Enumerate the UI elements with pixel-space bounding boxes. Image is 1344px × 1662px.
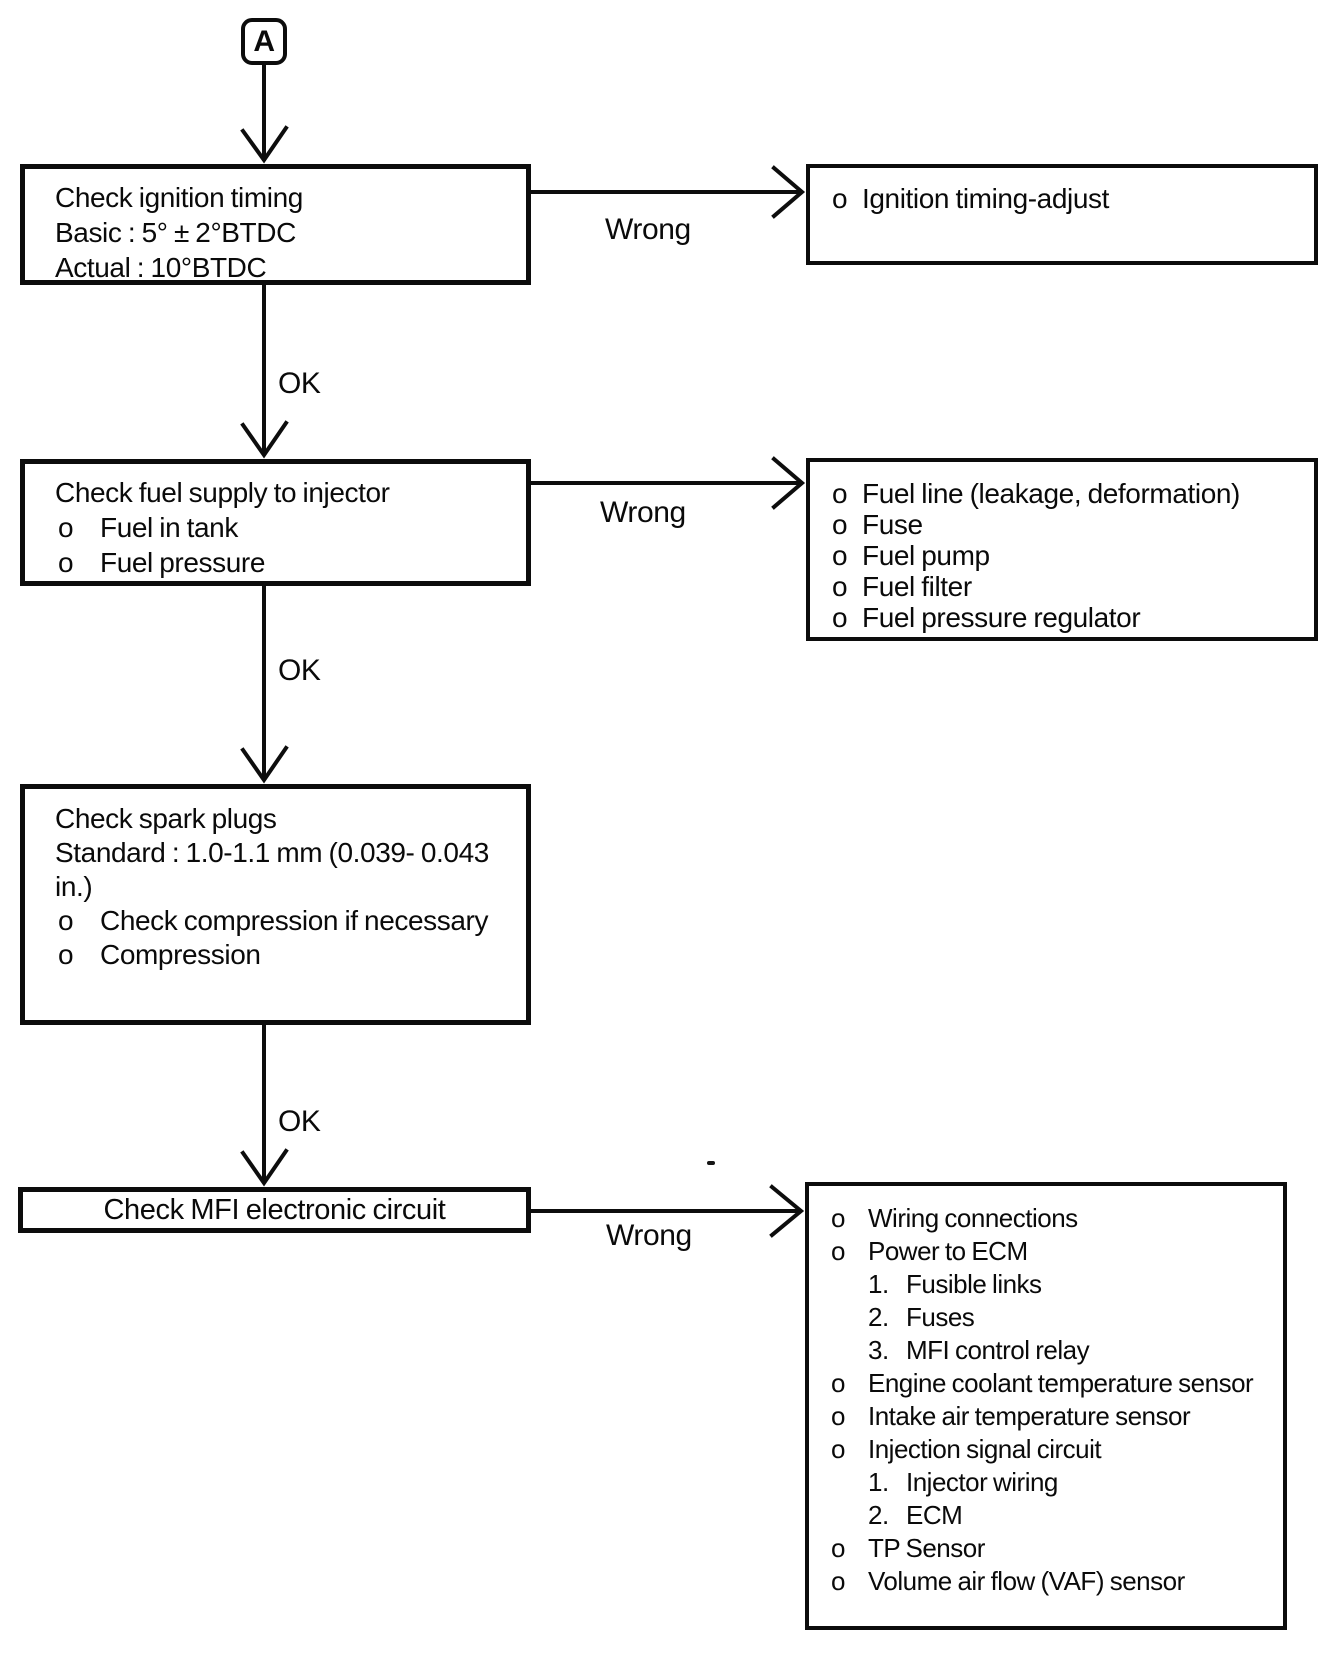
fuel-title: Check fuel supply to injector [55, 477, 390, 508]
cause-text: Fuel line (leakage, deformation) [862, 478, 1240, 509]
arrow-spark-ok-head [240, 1148, 289, 1187]
spark-item-text: Check compression if necessary [100, 905, 489, 936]
bullet-marker: o [58, 905, 74, 936]
bullet-marker: o [831, 1203, 845, 1233]
ok-label-2: OK [278, 654, 321, 687]
cause-item: o Power to ECM [831, 1235, 1279, 1268]
spark-item: o Compression [58, 938, 516, 972]
bullet-marker: o [58, 939, 74, 970]
cause-item: o Fuse [832, 509, 1308, 540]
number-marker: 2. [868, 1302, 889, 1332]
spark-line-1: Check spark plugs [55, 803, 277, 834]
ignition-line-1: Check ignition timing [55, 182, 303, 213]
cause-text: ECM [906, 1500, 963, 1530]
box-check-mfi-circuit: Check MFI electronic circuit [18, 1187, 531, 1233]
arrow-a-to-ignition-head [240, 125, 289, 164]
box-check-fuel-supply: Check fuel supply to injector o Fuel in … [20, 459, 531, 586]
cause-text: Wiring connections [868, 1203, 1078, 1233]
cause-text: Power to ECM [868, 1236, 1028, 1266]
box-check-ignition-timing: Check ignition timing Basic : 5° ± 2°BTD… [20, 164, 531, 285]
cause-text: Engine coolant temperature sensor [868, 1368, 1254, 1398]
bullet-marker: o [832, 183, 848, 214]
fuel-item: o Fuel in tank [58, 510, 518, 545]
arrow-ignition-wrong-head [771, 165, 806, 219]
connector-a-label: A [253, 24, 275, 58]
spark-line-2: Standard : 1.0-1.1 mm (0.039- 0.043 [55, 837, 489, 868]
bullet-marker: o [832, 571, 848, 602]
cause-text: Injector wiring [906, 1467, 1058, 1497]
cause-item: o Ignition timing-adjust [832, 182, 1308, 215]
cause-item: o Volume air flow (VAF) sensor [831, 1565, 1279, 1598]
cause-item: o Engine coolant temperature sensor [831, 1367, 1279, 1400]
bullet-marker: o [58, 512, 74, 543]
ignition-line-3: Actual : 10°BTDC [55, 252, 267, 283]
arrow-ignition-ok-head [240, 420, 289, 459]
spark-line-3: in.) [55, 871, 93, 902]
arrow-fuel-ok-head [240, 745, 289, 784]
number-marker: 2. [868, 1500, 889, 1530]
cause-text: Fuel filter [862, 571, 972, 602]
cause-text: Injection signal circuit [868, 1434, 1102, 1464]
box-ignition-timing-causes: o Ignition timing-adjust [806, 164, 1318, 265]
cause-text: Ignition timing-adjust [862, 183, 1109, 214]
cause-subitem: 1. Injector wiring [868, 1466, 1279, 1499]
bullet-marker: o [831, 1434, 845, 1464]
bullet-marker: o [832, 540, 848, 571]
spark-item-text: Compression [100, 939, 261, 970]
bullet-marker: o [58, 547, 74, 578]
ignition-line-2: Basic : 5° ± 2°BTDC [55, 217, 296, 248]
fuel-item-text: Fuel in tank [100, 512, 238, 543]
mfi-title: Check MFI electronic circuit [103, 1193, 446, 1226]
number-marker: 1. [868, 1269, 889, 1299]
wrong-label-2: Wrong [600, 496, 686, 529]
cause-text: Volume air flow (VAF) sensor [868, 1566, 1185, 1596]
cause-item: o Fuel pressure regulator [832, 602, 1308, 633]
cause-subitem: 1. Fusible links [868, 1268, 1279, 1301]
fuel-item-text: Fuel pressure [100, 547, 265, 578]
number-marker: 3. [868, 1335, 889, 1365]
box-mfi-circuit-causes: o Wiring connections o Power to ECM 1. F… [805, 1182, 1287, 1630]
wrong-label-1: Wrong [605, 213, 691, 246]
cause-item: o Wiring connections [831, 1202, 1279, 1235]
cause-text: Intake air temperature sensor [868, 1401, 1191, 1431]
cause-item: o Intake air temperature sensor [831, 1400, 1279, 1433]
number-marker: 1. [868, 1467, 889, 1497]
bullet-marker: o [832, 478, 848, 509]
connector-a: A [241, 18, 287, 65]
cause-text: Fuses [906, 1302, 975, 1332]
bullet-marker: o [831, 1533, 845, 1563]
cause-item: o Fuel pump [832, 540, 1308, 571]
bullet-marker: o [831, 1236, 845, 1266]
spark-item: o Check compression if necessary [58, 904, 516, 938]
bullet-marker: o [831, 1368, 845, 1398]
box-check-spark-plugs: Check spark plugs Standard : 1.0-1.1 mm … [20, 784, 531, 1025]
cause-text: Fusible links [906, 1269, 1042, 1299]
ok-label-1: OK [278, 367, 321, 400]
cause-text: MFI control relay [906, 1335, 1090, 1365]
bullet-marker: o [832, 602, 848, 633]
fuel-item: o Fuel pressure [58, 545, 518, 580]
arrow-fuel-wrong-head [771, 456, 806, 510]
cause-subitem: 2. ECM [868, 1499, 1279, 1532]
arrow-mfi-wrong-head [769, 1184, 805, 1238]
cause-item: o TP Sensor [831, 1532, 1279, 1565]
bullet-marker: o [832, 509, 848, 540]
cause-item: o Fuel filter [832, 571, 1308, 602]
cause-item: o Injection signal circuit [831, 1433, 1279, 1466]
bullet-marker: o [831, 1401, 845, 1431]
cause-subitem: 2. Fuses [868, 1301, 1279, 1334]
bullet-marker: o [831, 1566, 845, 1596]
cause-text: TP Sensor [868, 1533, 985, 1563]
cause-text: Fuse [862, 509, 923, 540]
wrong-label-3: Wrong [606, 1219, 692, 1252]
scan-speck [707, 1161, 715, 1165]
cause-text: Fuel pump [862, 540, 990, 571]
cause-text: Fuel pressure regulator [862, 602, 1141, 633]
cause-item: o Fuel line (leakage, deformation) [832, 478, 1308, 509]
box-fuel-supply-causes: o Fuel line (leakage, deformation) o Fus… [806, 458, 1318, 641]
cause-subitem: 3. MFI control relay [868, 1334, 1279, 1367]
ok-label-3: OK [278, 1105, 321, 1138]
